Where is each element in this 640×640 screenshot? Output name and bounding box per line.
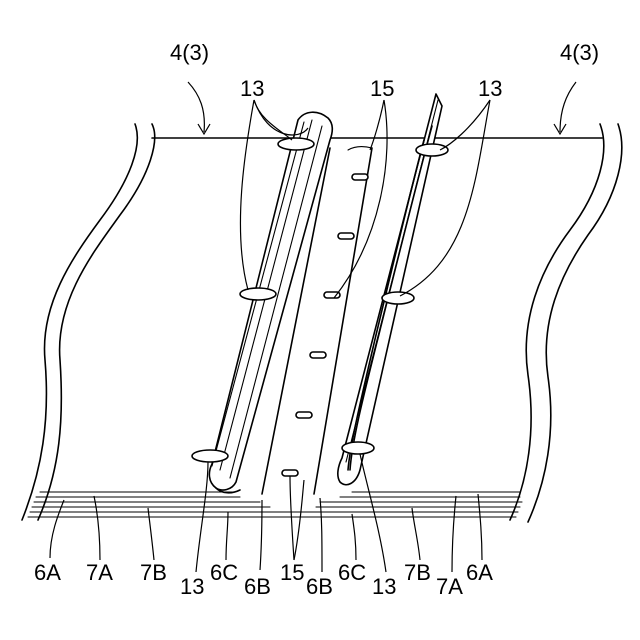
ring-left-bottom — [192, 450, 228, 462]
ring-left-mid — [240, 288, 276, 300]
label-7b-right: 7B — [404, 560, 431, 585]
label-ring-right: 13 — [478, 76, 502, 101]
label-6b-right: 6B — [306, 574, 333, 599]
layer-edges — [28, 492, 522, 517]
label-6a-left: 6A — [34, 560, 61, 585]
label-6b-left: 6B — [244, 574, 271, 599]
label-13-right: 13 — [372, 574, 396, 599]
label-6c-right: 6C — [338, 560, 366, 585]
left-flap — [209, 112, 332, 493]
label-7a-right: 7A — [436, 574, 463, 599]
ring-right-top — [416, 144, 448, 156]
label-15-bottom: 15 — [280, 560, 304, 585]
label-7b-left: 7B — [140, 560, 167, 585]
label-7a-left: 7A — [86, 560, 113, 585]
label-sheet-left: 4(3) — [170, 40, 209, 65]
stitch — [338, 233, 354, 239]
stitch — [282, 470, 298, 476]
sheet-outline — [22, 124, 622, 522]
label-6a-right: 6A — [466, 560, 493, 585]
label-6c-left: 6C — [210, 560, 238, 585]
label-stitch-top: 15 — [370, 76, 394, 101]
stitch — [296, 412, 312, 418]
ring-right-bottom — [342, 442, 374, 454]
label-13-left: 13 — [180, 574, 204, 599]
label-ring-left: 13 — [240, 76, 264, 101]
ring-left-top — [278, 138, 314, 150]
stitch — [310, 352, 326, 358]
ring-right-mid — [382, 292, 414, 304]
stitch — [352, 174, 368, 180]
label-sheet-right: 4(3) — [560, 40, 599, 65]
